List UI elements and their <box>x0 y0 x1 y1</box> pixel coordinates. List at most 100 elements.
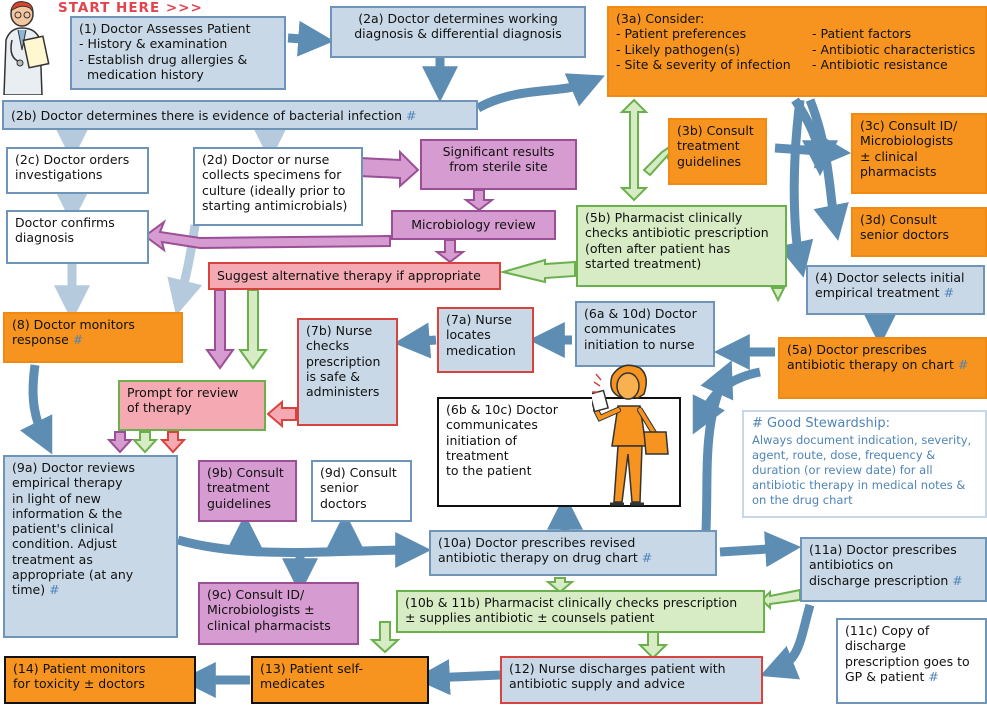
arrow-7a-to-7b <box>393 322 437 359</box>
box-line: (often after patient has <box>585 240 731 256</box>
doctor-with-clipboard-icon <box>3 1 50 95</box>
green-arrow-10b-13 <box>369 621 401 654</box>
box-line: (2a) Doctor determines working <box>358 11 558 26</box>
pink-arrow-prompt-9a <box>159 431 187 454</box>
box-line: Microbiology review <box>411 217 536 232</box>
box-line: (5a) Doctor prescribes <box>787 342 927 357</box>
box-line: discharge prescription # <box>809 572 963 588</box>
box-line: (6a & 10d) Doctor <box>584 306 697 321</box>
box-line: (3d) Consult <box>860 212 937 227</box>
box-line: medication history <box>87 66 204 82</box>
box-line: (5b) Pharmacist clinically <box>585 210 743 225</box>
box-line: (8) Doctor monitors <box>12 317 135 332</box>
box-3a-item: - Patient factors <box>812 26 912 42</box>
box-3a-item: - Patient preferences <box>616 26 747 42</box>
green-arrow-5b-3a <box>619 98 649 202</box>
box-line: initiation of <box>446 432 517 448</box>
stewardship-title: # Good Stewardship: <box>752 416 890 431</box>
box-suggest-alternative-therapy: Suggest alternative therapy if appropria… <box>208 262 501 290</box>
box-line: of therapy <box>127 400 192 416</box>
box-line: doctors <box>320 495 367 511</box>
stewardship-hash-marker: # <box>957 357 969 373</box>
box-line: (11c) Copy of <box>845 623 930 638</box>
box-line: - History & examination <box>79 36 228 52</box>
box-line: started treatment) <box>585 255 702 271</box>
arrow-2d-to-8 <box>167 224 203 316</box>
box-line: - Establish drug allergies & <box>79 51 248 67</box>
box-line: communicates <box>584 321 676 337</box>
box-3a-col1: - Patient preferences- Likely pathogen(s… <box>616 26 806 72</box>
stewardship-hash-marker: # <box>928 668 939 684</box>
stewardship-hash-marker: # <box>943 285 955 301</box>
box-line: (9a) Doctor reviews <box>12 460 135 475</box>
box-line: (11a) Doctor prescribes <box>809 542 957 557</box>
arrow-10a-to-11a <box>719 531 802 568</box>
green-arrow-suggest-prompt <box>238 289 268 370</box>
box-line: from sterile site <box>449 159 548 175</box>
box-line: guidelines <box>207 495 272 511</box>
box-line: ± clinical <box>860 148 918 164</box>
box-10b-pharmacist-checks-supplies: (10b & 11b) Pharmacist clinically checks… <box>396 590 765 633</box>
box-line: locates <box>446 327 491 343</box>
box-line: (14) Patient monitors <box>13 661 146 676</box>
arrow-9a-to-10a <box>176 532 432 569</box>
box-line: treatment <box>207 480 270 496</box>
box-line: Significant results <box>442 144 555 159</box>
box-line: initiation to nurse <box>584 336 695 352</box>
box-line: checks <box>306 338 350 354</box>
box-line: (10b & 11b) Pharmacist clinically checks… <box>405 595 738 610</box>
box-line: checks antibiotic prescription <box>585 225 769 241</box>
box-3a-col2: - Patient factors- Antibiotic characteri… <box>812 26 978 72</box>
box-line: time) # <box>12 582 60 597</box>
box-line: discharge <box>845 638 906 654</box>
box-line: empirical treatment # <box>815 285 955 301</box>
box-line: collects specimens for <box>202 167 342 183</box>
box-line: antibiotic therapy on drug chart # <box>438 550 653 566</box>
box-line: culture (ideally prior to <box>202 182 346 198</box>
box-line: GP & patient # <box>845 668 939 684</box>
box-line: (9b) Consult <box>207 465 284 480</box>
nurse-with-prescription-icon <box>592 364 669 506</box>
box-line: treatment as <box>12 551 93 567</box>
box-line: Suggest alternative therapy if appropria… <box>217 268 481 283</box>
box-13-patient-self-medicates: (13) Patient self-medicates <box>251 656 429 704</box>
box-line: condition. Adjust <box>12 536 117 552</box>
start-here-label: START HERE >>> <box>58 0 203 16</box>
box-line: Microbiologists ± <box>207 602 315 618</box>
stewardship-hash-marker: # <box>72 332 84 348</box>
box-1-doctor-assesses-patient: (1) Doctor Assesses Patient- History & e… <box>70 16 286 90</box>
good-stewardship-note: # Good Stewardship: Always document indi… <box>742 410 987 518</box>
arrow-8-to-9a <box>20 364 53 455</box>
stewardship-text: Always document indication, severity, ag… <box>752 432 972 507</box>
box-3a-item: - Likely pathogen(s) <box>616 41 741 57</box>
box-line: medicates <box>260 676 325 692</box>
box-line: (3b) Consult <box>677 123 754 138</box>
box-line: to the patient <box>446 463 532 478</box>
box-line: guidelines <box>677 153 742 169</box>
box-line: (9d) Consult <box>320 465 397 480</box>
box-line: Prompt for review <box>127 385 239 400</box>
stewardship-hash-marker: # <box>952 572 963 588</box>
box-line: appropriate (at any <box>12 566 134 582</box>
box-line: treatment <box>446 447 509 463</box>
box-line: (12) Nurse discharges patient with <box>509 661 726 676</box>
stewardship-hash-marker: # <box>406 108 417 123</box>
box-line: in light of new <box>12 490 101 506</box>
box-line: diagnosis <box>15 230 75 246</box>
box-3c-consult-id-microbiologists: (3c) Consult ID/Microbiologists± clinica… <box>851 113 987 194</box>
box-line: prescription goes to <box>845 653 970 669</box>
box-line: pharmacists <box>860 163 937 179</box>
